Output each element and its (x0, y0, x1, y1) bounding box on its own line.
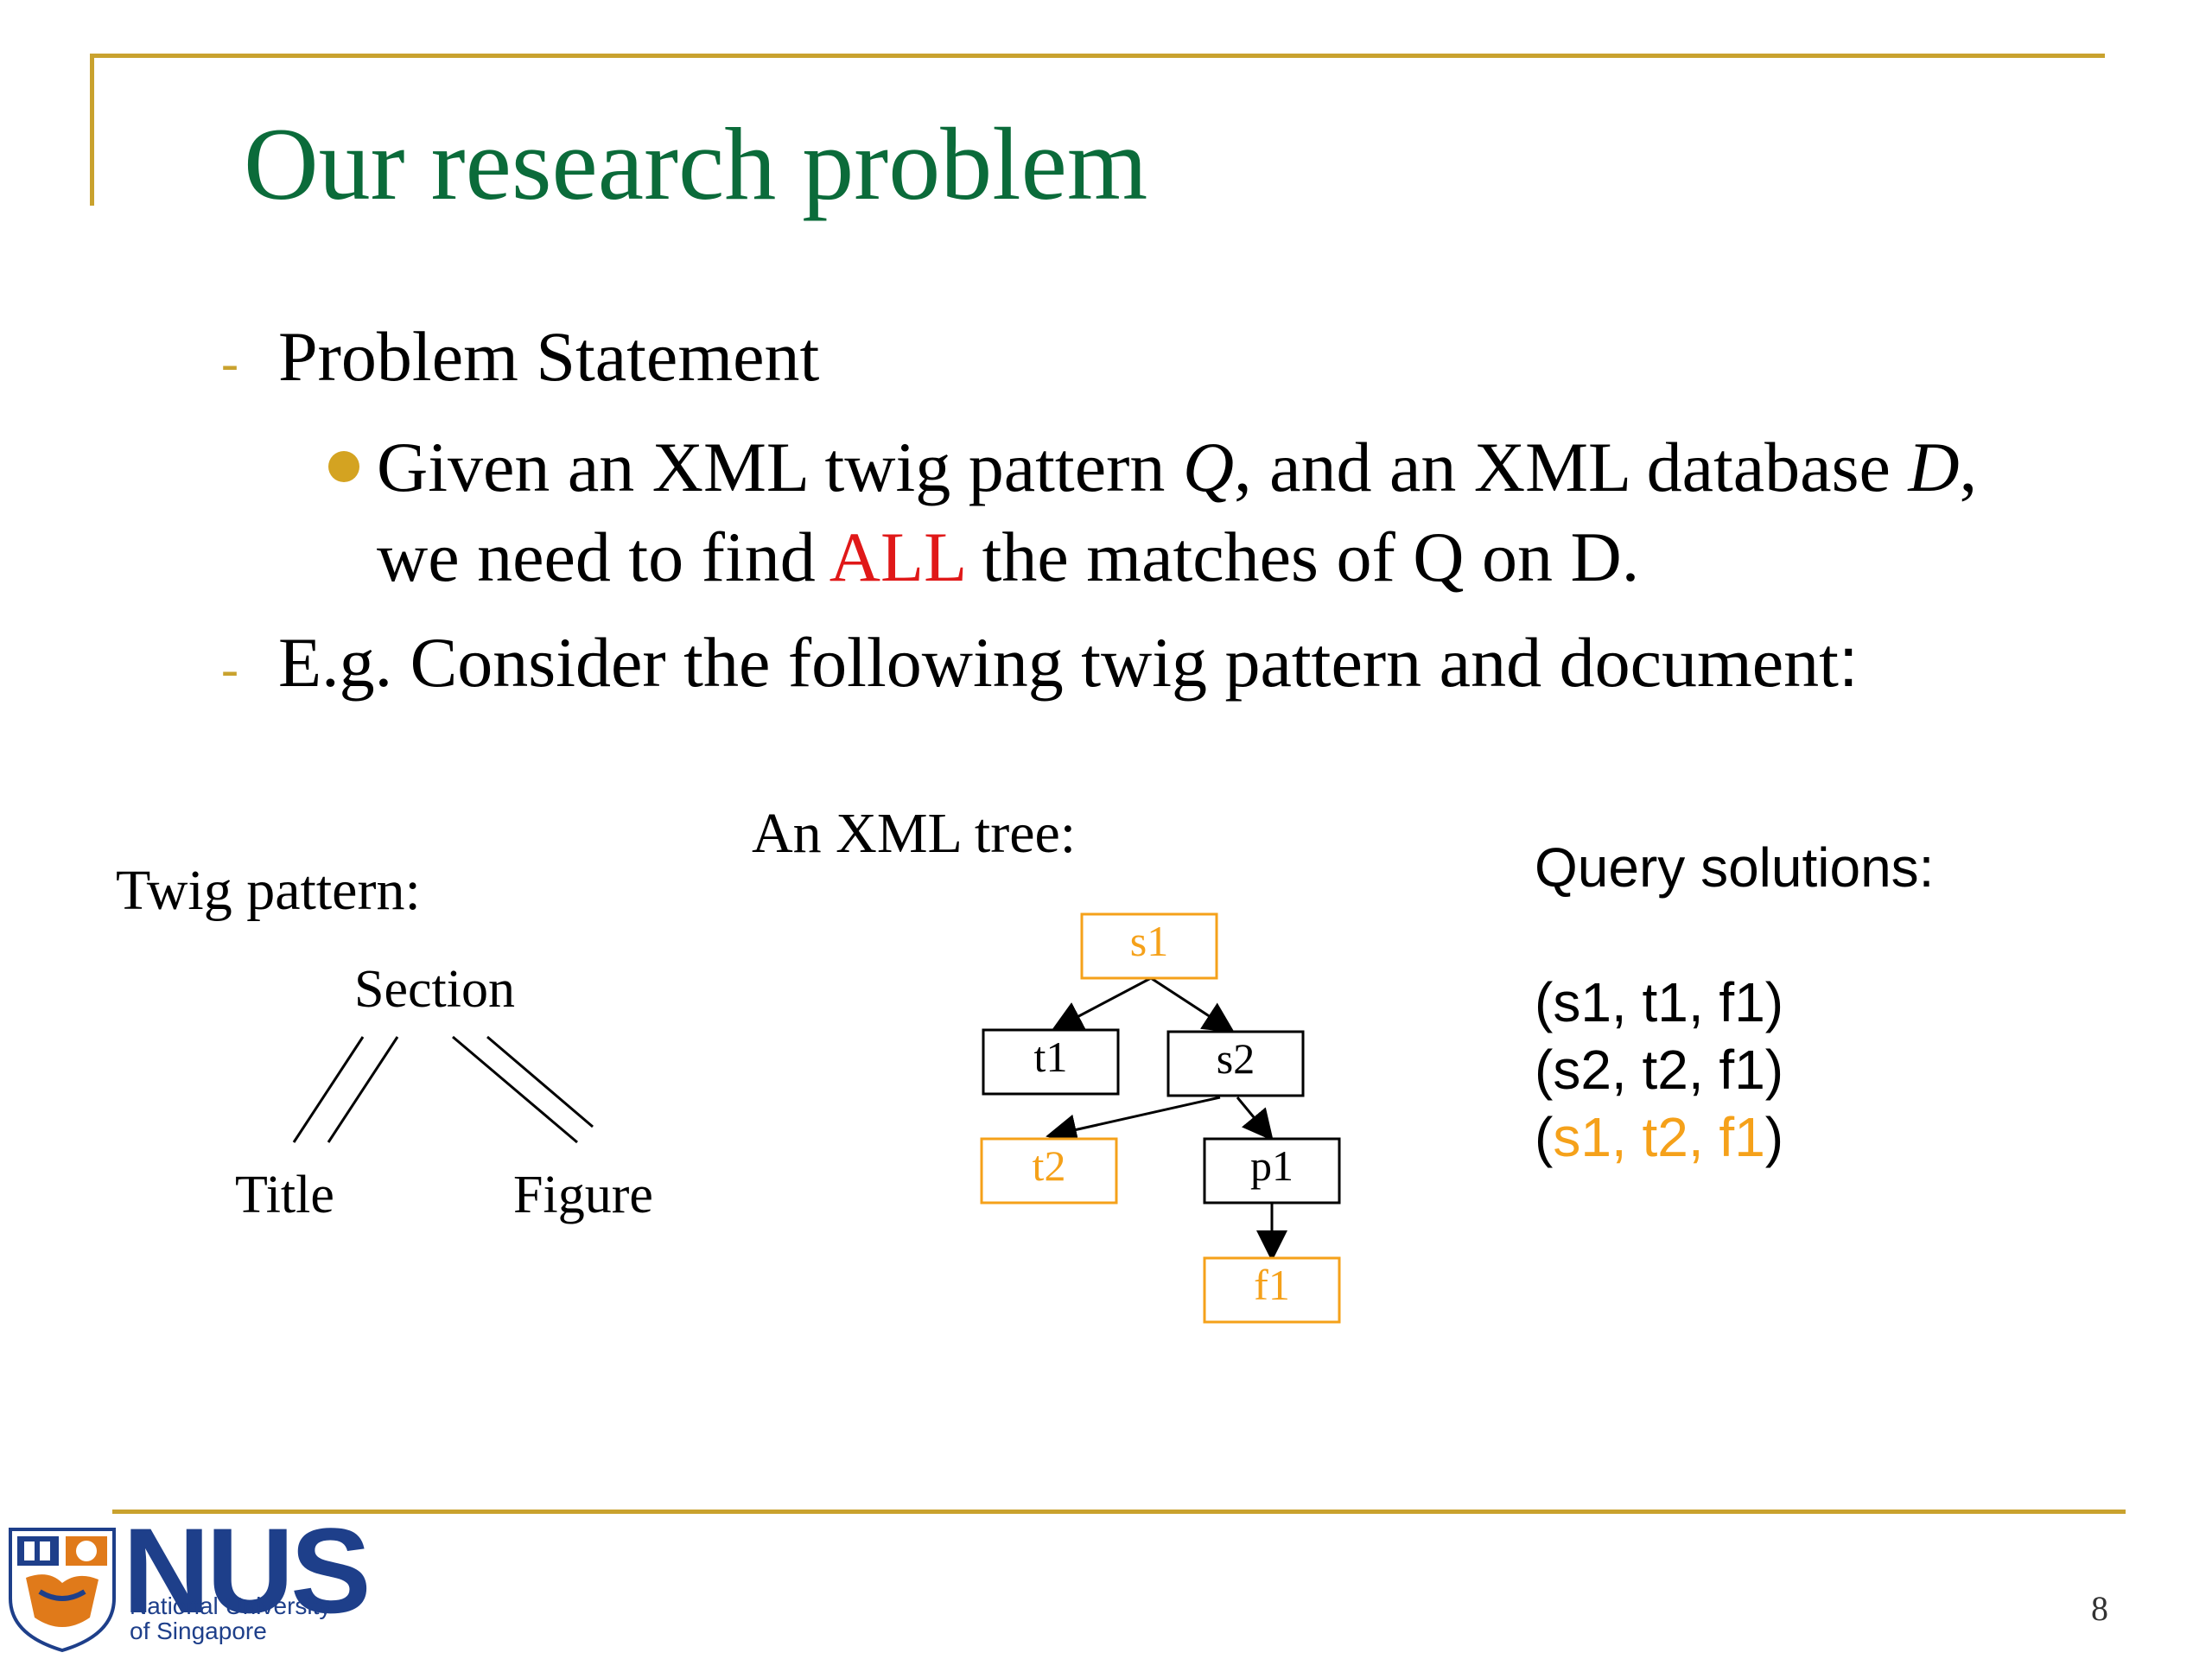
tree-node-t1: t1 (1034, 1033, 1068, 1081)
tree-node-s1-box (1080, 912, 1218, 980)
tree-node-s1: s1 (1130, 917, 1168, 965)
nus-logo-subtitle: National University of Singapore (130, 1593, 331, 1644)
tree-node-f1: f1 (1254, 1261, 1290, 1309)
text-comma: , (1959, 428, 1978, 506)
nus-logo-sub-line2: of Singapore (130, 1618, 267, 1645)
sub-bullet-line2: we need to find ALL the matches of Q on … (377, 522, 1639, 593)
var-q: Q (1182, 428, 1235, 506)
text-given: Given an XML twig pattern (377, 428, 1183, 506)
nus-logo-sub-line1: National University (130, 1592, 332, 1619)
twig-node-figure: Figure (513, 1166, 653, 1224)
dot-bullet-icon (328, 451, 359, 482)
tree-node-s2-box (1166, 1030, 1305, 1097)
text-we-need: we need to find (377, 518, 830, 596)
tree-node-p1-box (1203, 1137, 1341, 1205)
twig-edge-title-b (327, 1036, 399, 1143)
slide-title: Our research problem (244, 106, 1148, 221)
solution-row-3-values: s1, t2, f1 (1553, 1106, 1765, 1168)
var-d: D (1908, 428, 1960, 506)
tree-node-t1-box (982, 1028, 1120, 1096)
tree-node-t2-box (980, 1137, 1118, 1205)
text-and-db: , and an XML database (1234, 428, 1909, 506)
twig-node-section: Section (354, 960, 515, 1019)
solution-row-2: (s2, t2, f1) (1535, 1039, 1784, 1101)
tree-node-f1-box (1203, 1256, 1341, 1324)
text-matches: the matches of Q on D. (964, 518, 1640, 596)
twig-edge-figure-a (452, 1035, 578, 1144)
solution-row-3: (s1, t2, f1) (1535, 1109, 1783, 1165)
bullet-example: E.g. Consider the following twig pattern… (278, 627, 1859, 698)
sub-bullet-line1: Given an XML twig pattern Q, and an XML … (377, 432, 1977, 503)
tree-node-p1: p1 (1250, 1141, 1294, 1190)
nus-logo-text: NUS (123, 1503, 372, 1638)
tree-edge-s1-s2 (1150, 976, 1236, 1033)
solution-row-1: (s1, t1, f1) (1535, 971, 1784, 1033)
text-example: E.g. Consider the following twig pattern… (278, 623, 1839, 702)
text-colon: : (1838, 623, 1859, 702)
bullet-problem-statement: Problem Statement (278, 317, 820, 396)
text-all: ALL (829, 518, 965, 596)
tree-edge-s2-p1 (1236, 1096, 1274, 1141)
tree-node-s2: s2 (1217, 1034, 1255, 1083)
nus-crest-icon (9, 1528, 116, 1652)
left-rule (90, 54, 94, 206)
paren-open: ( (1535, 1106, 1554, 1168)
tree-edge-s2-t2 (1046, 1096, 1221, 1145)
tree-edge-s1-t1 (1051, 976, 1152, 1031)
dash-bullet-icon: - (221, 334, 238, 391)
top-rule (92, 54, 2105, 58)
xml-tree-heading: An XML tree: (752, 802, 1077, 865)
twig-edge-title-a (292, 1036, 365, 1143)
tree-node-t2: t2 (1033, 1141, 1066, 1190)
page-number: 8 (2091, 1589, 2108, 1628)
twig-node-title: Title (235, 1166, 334, 1224)
dash-bullet-icon: - (221, 640, 238, 697)
bottom-rule (112, 1510, 2126, 1514)
twig-heading: Twig pattern: (116, 859, 421, 922)
twig-edge-figure-b (486, 1035, 594, 1128)
solutions-heading: Query solutions: (1535, 836, 1935, 899)
paren-close: ) (1764, 1106, 1784, 1168)
